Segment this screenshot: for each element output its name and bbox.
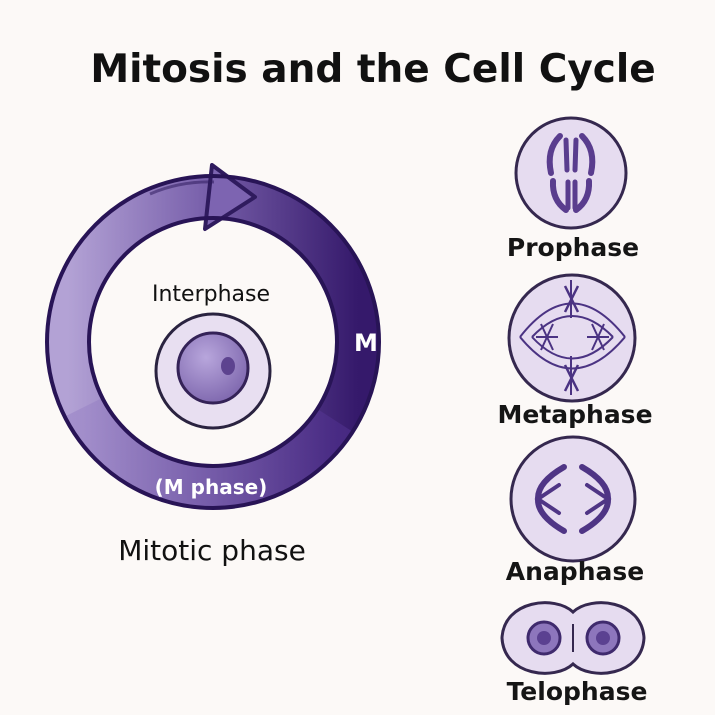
interphase-label: Interphase [152,282,270,307]
anaphase-cell-icon [509,435,637,563]
ring-label-m-phase: (M phase) [155,475,268,499]
mitotic-phase-label: Mitotic phase [118,534,306,567]
phase-label-metaphase: Metaphase [497,400,652,429]
cell-cycle-ring: M (M phase) [45,163,381,510]
phase-label-telophase: Telophase [507,677,648,706]
cycle-arrow-icon [203,163,257,231]
metaphase-cell-icon [507,273,637,403]
telophase-cell-icon [500,601,646,675]
interphase-cell-icon [154,312,272,430]
ring-label-m: M [354,329,378,357]
prophase-cell-icon [514,116,628,230]
phase-label-anaphase: Anaphase [506,557,644,586]
page-title: Mitosis and the Cell Cycle [90,47,655,92]
mitotic-ring-bottom-shade [65,397,354,509]
phase-label-prophase: Prophase [507,233,639,262]
